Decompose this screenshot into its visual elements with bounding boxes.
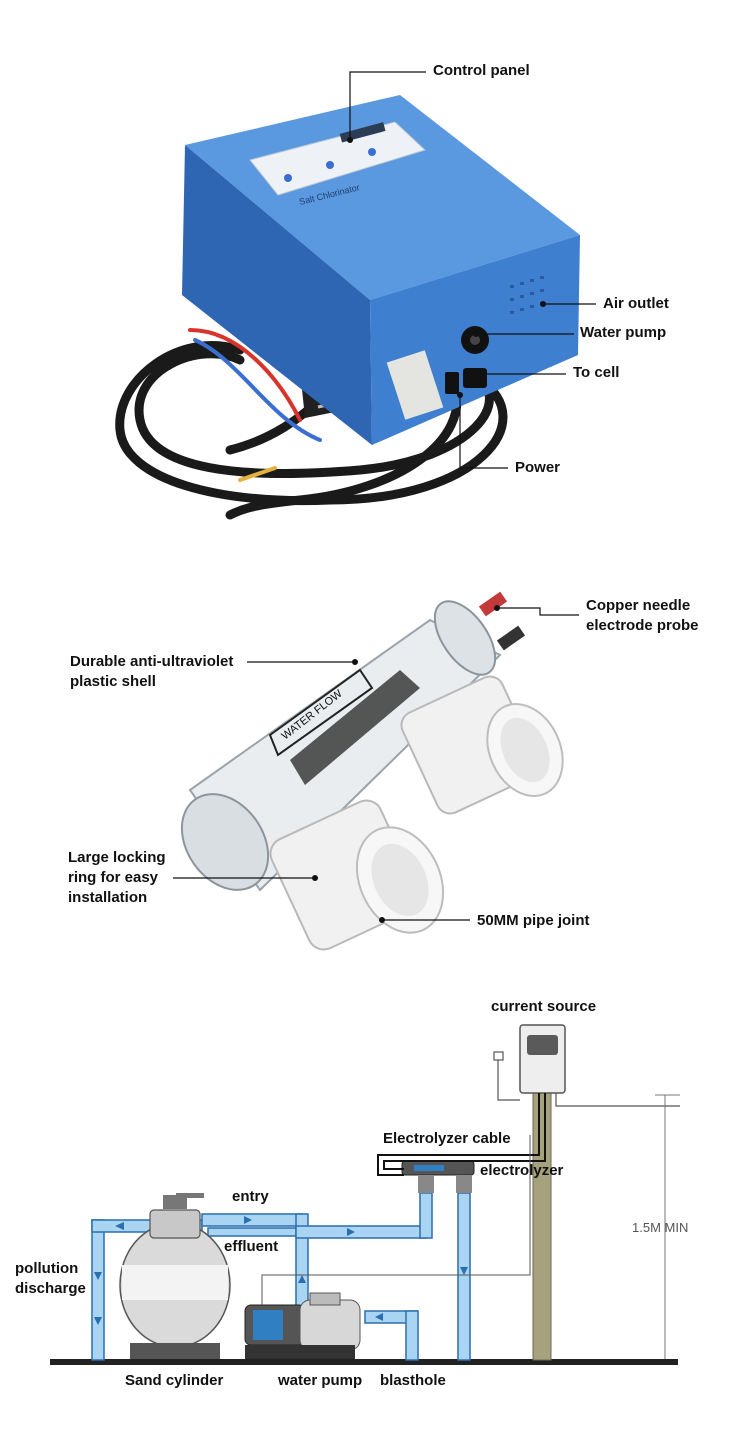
height-label: 1.5M MIN	[632, 1220, 689, 1235]
sand-cylinder-label: Sand cylinder	[125, 1372, 224, 1389]
electrolyzer-cable-label: Electrolyzer cable	[383, 1130, 511, 1147]
shell-label: Durable anti-ultraviolet plastic shell	[70, 653, 234, 690]
control-panel-label: Control panel	[433, 62, 530, 79]
controller-box: Salt Chlorinator	[182, 95, 580, 445]
pump-power-line	[261, 1135, 531, 1305]
power-label: Power	[515, 459, 561, 476]
current-source-label: current source	[491, 998, 597, 1015]
controller-section: Salt Chlorinator Control panel Air out	[0, 0, 750, 540]
antenna	[493, 1051, 680, 1107]
current-source-box	[519, 1024, 566, 1094]
entry-label: entry	[232, 1188, 269, 1205]
water-pump-illustration	[244, 1292, 361, 1359]
sand-cylinder	[119, 1193, 231, 1359]
cell-illustration: WATER FLOW	[173, 591, 579, 951]
water-pump-caption: water pump	[278, 1372, 363, 1389]
copper-probes	[478, 591, 526, 651]
ground-line	[50, 1359, 678, 1365]
effluent-label: effluent	[224, 1238, 279, 1255]
pipe-joints	[269, 675, 564, 951]
locking-ring-label: Large locking ring for easy installation	[68, 849, 166, 906]
installation-diagram	[50, 1024, 680, 1365]
height-dimension	[655, 1094, 680, 1359]
to-cell-label: To cell	[573, 364, 620, 381]
controller-illustration: Salt Chlorinator	[115, 71, 596, 520]
leader-lines	[349, 71, 596, 469]
copper-probe-label: Copper needle electrode probe	[586, 597, 699, 634]
cell-connector	[463, 368, 487, 388]
flow-arrows	[94, 1216, 468, 1325]
cell-leader-lines	[173, 607, 579, 921]
pipe-joint-label: 50MM pipe joint	[477, 912, 590, 929]
electrolyzer-cable	[377, 1093, 546, 1176]
support-post	[532, 1089, 552, 1361]
pollution-discharge-label: pollution discharge	[15, 1260, 86, 1297]
water-pump-label: Water pump	[580, 324, 667, 341]
air-outlet-label: Air outlet	[603, 295, 669, 312]
blasthole-label: blasthole	[380, 1372, 446, 1389]
installation-section: current source Electrolyzer cable electr…	[0, 975, 750, 1443]
cell-section: WATER FLOW Copper needle ele	[0, 560, 750, 960]
electrolyzer-device	[401, 1160, 475, 1193]
electrolyzer-label: electrolyzer	[480, 1162, 564, 1179]
cable-wires	[188, 328, 322, 482]
